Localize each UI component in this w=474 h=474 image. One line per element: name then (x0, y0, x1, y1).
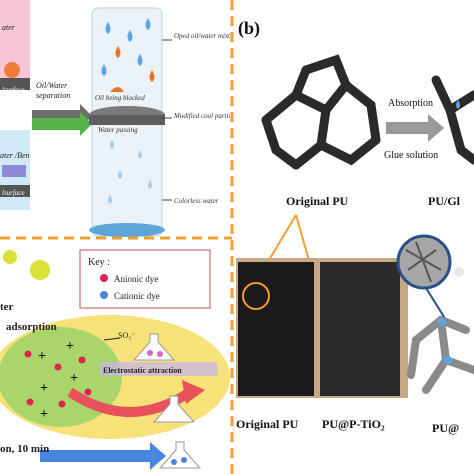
left-label-3: ater /Ben (0, 151, 30, 160)
panel-b: (b) Original PU Absorption Glue solution… (236, 0, 474, 474)
photo-label-original: Original PU (236, 417, 299, 431)
so3-label: SO₃⁻ (118, 331, 135, 340)
svg-text:+: + (70, 371, 78, 386)
cation-dot-1 (171, 459, 177, 465)
particle-icon (454, 267, 464, 277)
cation-dot-2 (181, 457, 187, 463)
photo-sponge-coated (320, 262, 400, 396)
absorption-label: Absorption (388, 98, 433, 109)
sponge-original-icon (261, 54, 381, 170)
time-label: on, 10 min (0, 443, 49, 455)
arrow-label-line1: Oil/Water (36, 81, 68, 90)
water-drops (101, 18, 155, 82)
flask-result-icon (158, 441, 202, 469)
left-label-4: lsurface (2, 189, 25, 197)
zoom-inset-texture (405, 241, 442, 283)
panel-a-bottom-figure: Key : Anionic dye Cationic dye ter adsor… (0, 249, 230, 470)
dye-dot-1 (147, 350, 153, 356)
positive-charges: + + + + + (38, 339, 78, 422)
annotation-mixture: Oped oil/water mixture (174, 32, 230, 40)
oil-blocked-label: Oil being blocked (95, 94, 145, 102)
passing-drops (108, 140, 152, 204)
flask-top-icon (132, 333, 176, 361)
sponge-glued-label: PU/Gl (428, 194, 461, 208)
cationic-dye-icon (100, 291, 108, 299)
anionic-dye-icon (100, 274, 108, 282)
so3-leader (103, 337, 121, 341)
electrostatic-label: Electrostatic attraction (103, 366, 182, 375)
surface-block (0, 78, 30, 90)
inset-leader (425, 287, 447, 321)
electrostatic-label-bg (100, 362, 218, 376)
flask-bottom-icon (152, 395, 196, 423)
panel-b-letter: (b) (238, 18, 260, 39)
sponge-glued-icon (431, 75, 474, 165)
key-cationic: Cationic dye (114, 291, 160, 301)
yellow-bead-icon (3, 250, 17, 264)
filter-layer (89, 115, 165, 125)
coating-dot-1 (438, 318, 446, 326)
annotation-particles: Modified cool particles layer (173, 112, 230, 120)
key-title: Key : (88, 257, 110, 268)
water-bead-icon (2, 165, 26, 177)
water-pool (89, 223, 165, 237)
panel-a-top-figure: ater lsurface ater /Ben lsurface Oil/Wat… (0, 0, 230, 237)
svg-text:+: + (66, 339, 74, 354)
anionic-dyes (24, 350, 92, 408)
adsorption-label: adsorption (6, 321, 57, 333)
annotation-colorless: Colorless water (174, 197, 219, 205)
absorption-arrow (386, 114, 444, 142)
glue-drop-icon (456, 100, 460, 109)
oil-drop-blocked-icon (110, 87, 124, 92)
left-label-1: ater (2, 23, 16, 32)
photo-label-third: PU@ (432, 421, 459, 435)
photo-label-coated: PU@P-TiO₂ (322, 417, 385, 431)
panel-a-top: ater lsurface ater /Ben lsurface Oil/Wat… (0, 0, 230, 240)
panel-a-bottom: Key : Anionic dye Cationic dye ter adsor… (0, 242, 230, 474)
surface-block-2 (0, 185, 30, 197)
svg-text:+: + (40, 381, 48, 396)
coating-dot-2 (444, 356, 452, 364)
dye-dot-2 (157, 351, 163, 357)
panel-b-figure: (b) Original PU Absorption Glue solution… (236, 18, 474, 435)
yellow-bead-icon-2 (30, 260, 50, 280)
arrow-head (182, 380, 205, 404)
water-passing-label: Water passing (98, 126, 138, 134)
result-arrow (40, 442, 166, 470)
sponge-coated-icon (407, 315, 474, 394)
arrow-right-green (32, 112, 92, 136)
left-label-2: lsurface (2, 86, 25, 94)
glue-label: Glue solution (384, 150, 438, 161)
sponge-original-label: Original PU (286, 194, 349, 208)
svg-text:+: + (38, 349, 46, 364)
water-label: ter (0, 301, 14, 313)
arrow-label-line2: separation (36, 91, 70, 100)
zoom-circle (242, 282, 270, 310)
key-anionic: Anionic dye (114, 274, 158, 284)
oil-drop-icon (4, 62, 20, 78)
photo-sponge-original (238, 262, 314, 396)
svg-text:+: + (40, 407, 48, 422)
